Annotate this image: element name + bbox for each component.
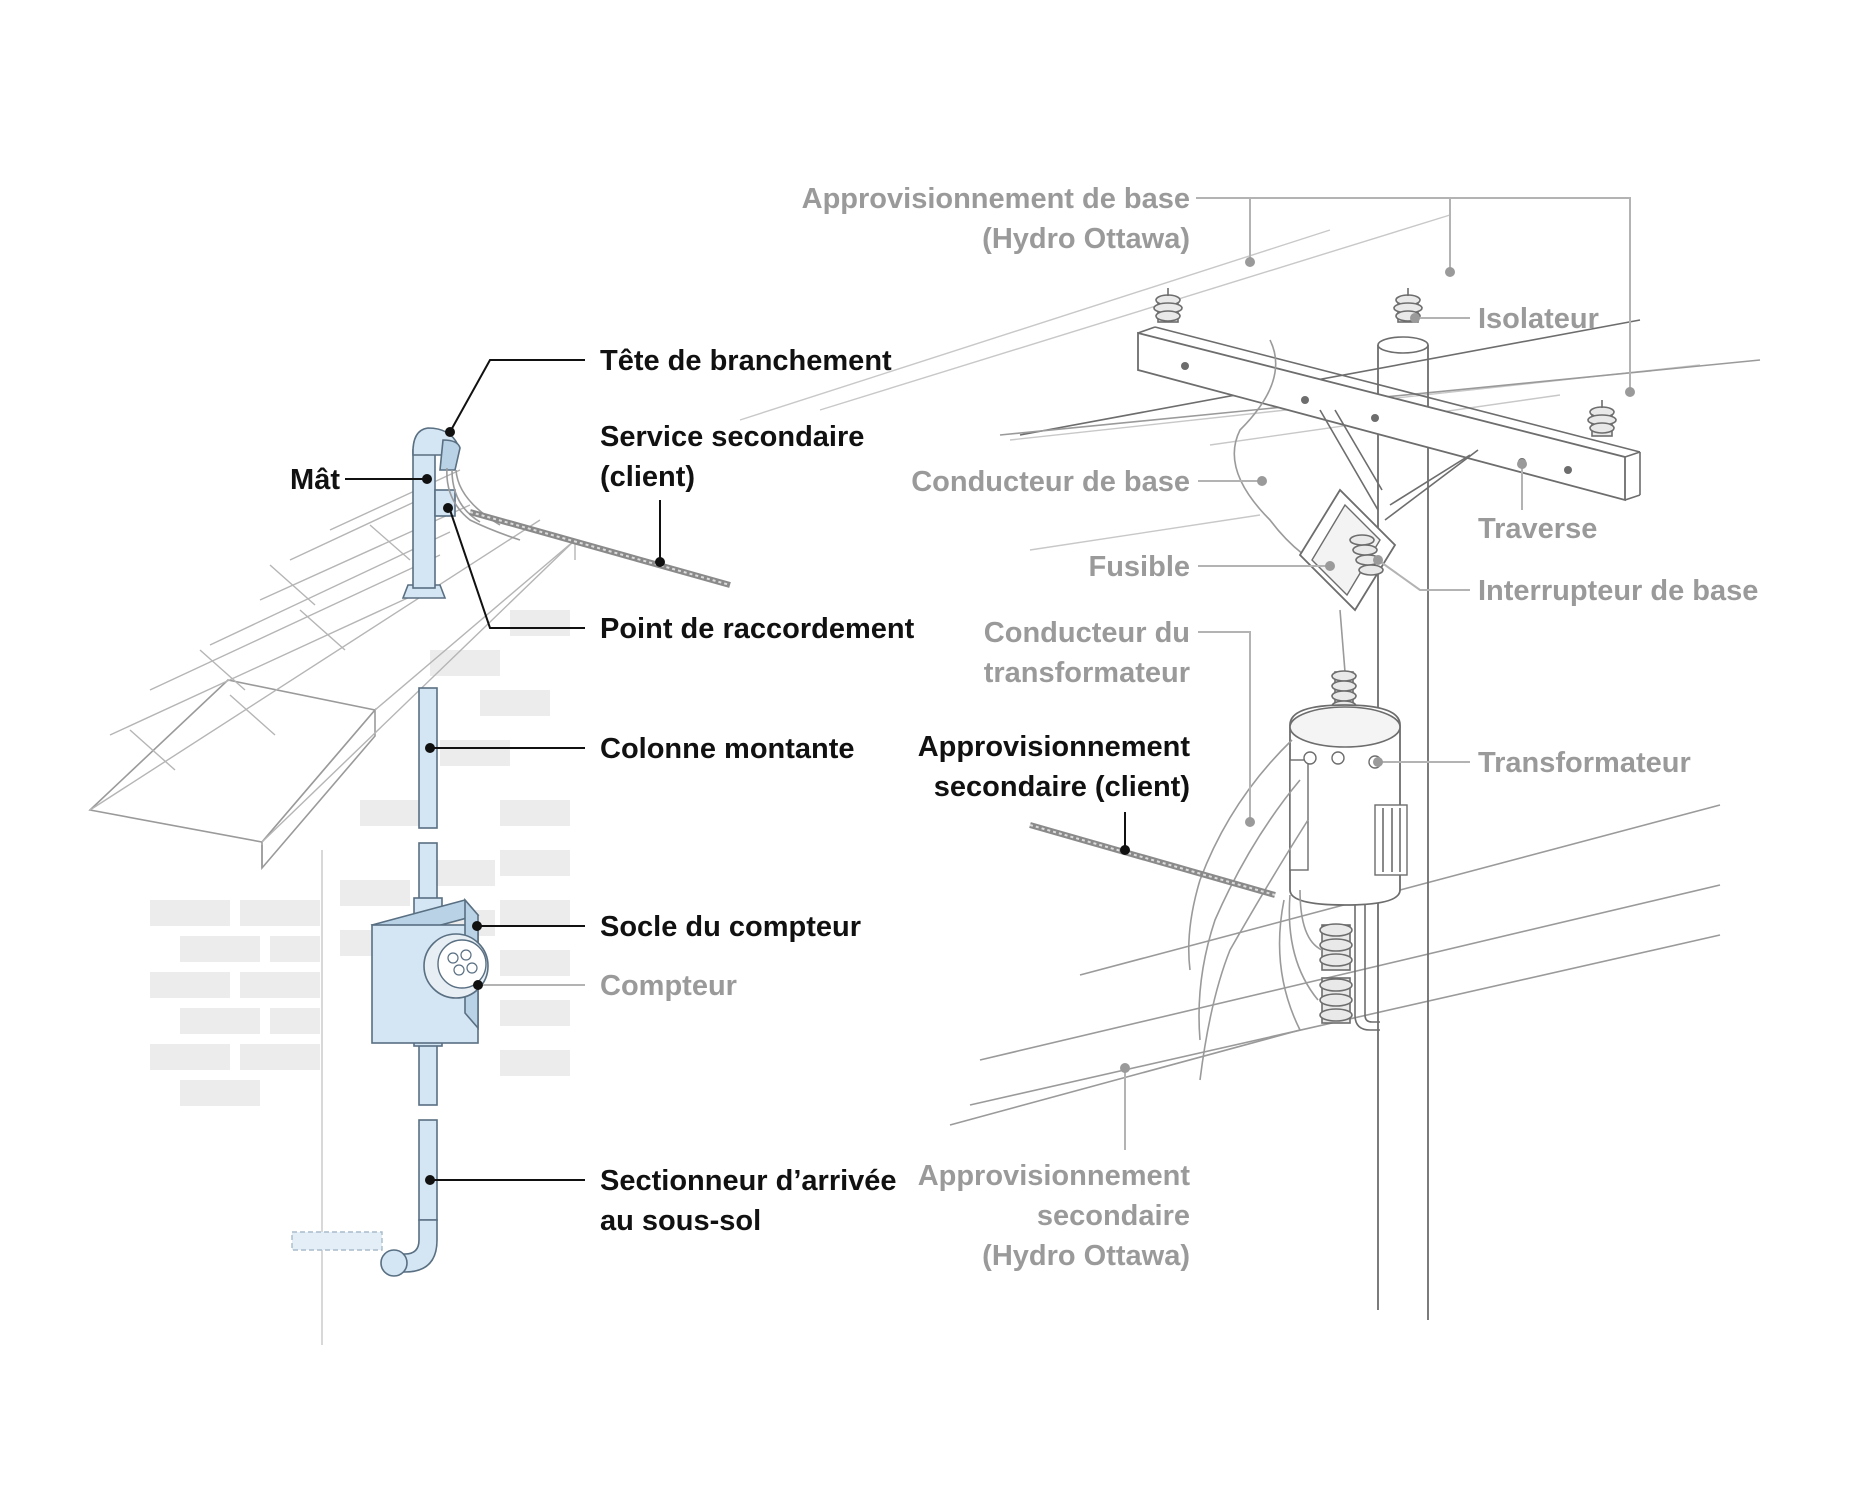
crossarm	[1137, 326, 1641, 521]
primary-conductor-wire	[1233, 339, 1341, 576]
transformer	[1188, 670, 1408, 1081]
label-service-secondary-2: (client)	[600, 461, 695, 493]
label-disconnect-1: Sectionneur d’arrivée	[600, 1165, 897, 1197]
label-primary-supply-2: (Hydro Ottawa)	[982, 223, 1190, 255]
label-service-secondary-1: Service secondaire	[600, 421, 864, 453]
label-secondary-hydro-1: Approvisionnement	[918, 1160, 1191, 1192]
label-meter-base: Socle du compteur	[600, 911, 861, 943]
label-secondary-client-1: Approvisionnement	[918, 731, 1191, 763]
label-connection-point: Point de raccordement	[600, 613, 915, 645]
label-transformer-conductor-1: Conducteur du	[984, 617, 1190, 649]
label-secondary-hydro-3: (Hydro Ottawa)	[982, 1240, 1190, 1272]
mast-assembly	[401, 427, 521, 599]
leader-lines	[345, 197, 1635, 1185]
house-illustration	[88, 427, 731, 1345]
roof	[88, 469, 576, 871]
label-riser: Colonne montante	[600, 733, 855, 765]
label-transformer: Transformateur	[1478, 747, 1691, 779]
overhead-wires	[739, 214, 1761, 1126]
client-secondary-cable	[1029, 822, 1276, 898]
pole-illustration	[739, 214, 1761, 1320]
label-transformer-conductor-2: transformateur	[984, 657, 1190, 689]
brick-wall	[150, 610, 570, 1106]
label-crossarm: Traverse	[1478, 513, 1597, 545]
label-secondary-client-2: secondaire (client)	[934, 771, 1190, 803]
label-primary-supply-1: Approvisionnement de base	[802, 183, 1190, 215]
riser-conduit	[291, 687, 443, 1277]
label-meter: Compteur	[600, 970, 737, 1002]
label-primary-conductor: Conducteur de base	[911, 466, 1190, 498]
label-fuse: Fusible	[1088, 551, 1190, 583]
service-cable	[469, 509, 731, 588]
label-primary-switch: Interrupteur de base	[1478, 575, 1758, 607]
insulators	[1153, 288, 1617, 437]
pole-top	[1377, 336, 1429, 354]
label-service-head: Tête de branchement	[600, 345, 892, 377]
label-secondary-hydro-2: secondaire	[1037, 1200, 1190, 1232]
house-labels: Tête de branchement Service secondaire (…	[290, 345, 915, 1237]
label-disconnect-2: au sous-sol	[600, 1205, 761, 1237]
meter-base-assembly	[370, 897, 489, 1044]
pole-labels: Approvisionnement de base (Hydro Ottawa)…	[802, 183, 1759, 1272]
label-mast: Mât	[290, 464, 340, 496]
fuse-cutout	[1298, 488, 1397, 673]
label-insulator: Isolateur	[1478, 303, 1599, 335]
